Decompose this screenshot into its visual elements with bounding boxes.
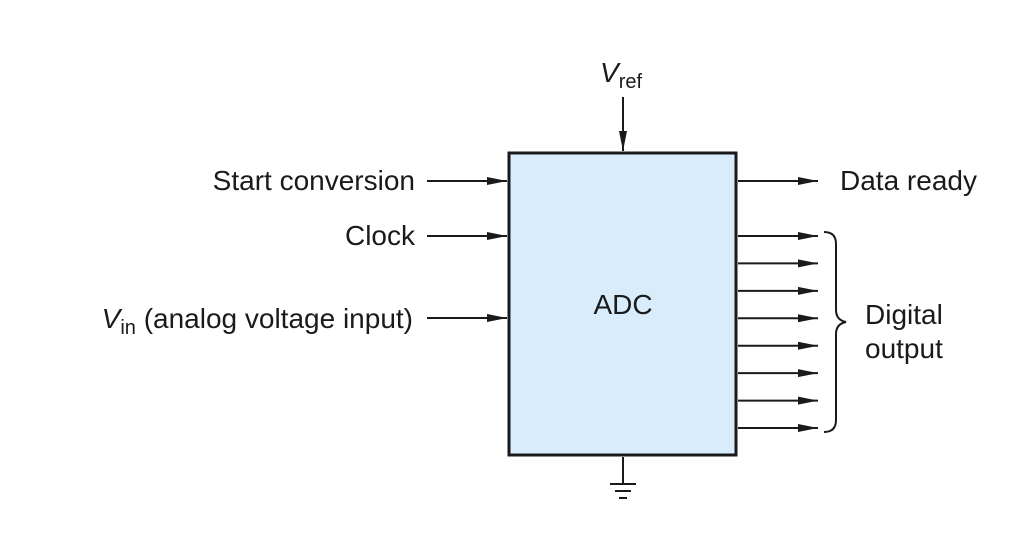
start-conversion-label: Start conversion xyxy=(213,165,415,196)
vref-main: V xyxy=(600,57,621,88)
vin-sub: in xyxy=(120,317,136,339)
digital-output-label-line1: Digital xyxy=(865,299,943,330)
vref-label: Vref xyxy=(600,57,642,93)
vin-label: Vin (analog voltage input) xyxy=(102,303,413,339)
vref-sub: ref xyxy=(619,71,643,93)
vin-main: V xyxy=(102,303,123,334)
data-ready-label: Data ready xyxy=(840,165,977,196)
adc-label: ADC xyxy=(593,289,652,320)
adc-box xyxy=(507,151,738,457)
clock-label: Clock xyxy=(345,220,416,251)
digital-output-label-line2: output xyxy=(865,333,943,364)
digital-output-brace xyxy=(823,231,847,433)
digital-output-lines xyxy=(738,232,818,432)
vin-rest: (analog voltage input) xyxy=(136,303,413,334)
